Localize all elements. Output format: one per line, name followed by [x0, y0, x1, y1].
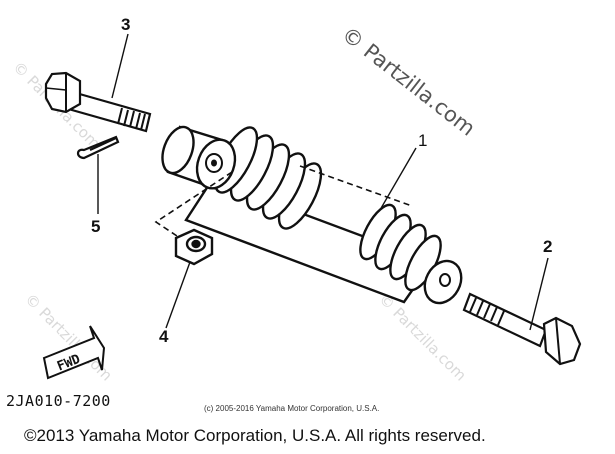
bolt-upper[interactable] [44, 71, 152, 133]
cotter-pin[interactable] [76, 135, 120, 160]
callout-2: 2 [543, 237, 552, 256]
callout-3: 3 [121, 15, 130, 34]
small-copyright: (c) 2005-2016 Yamaha Motor Corporation, … [204, 404, 380, 413]
bolt-lower[interactable] [462, 292, 582, 366]
footer-copyright: ©2013 Yamaha Motor Corporation, U.S.A. A… [24, 426, 486, 445]
callout-1: 1 [418, 131, 427, 150]
fwd-direction-arrow: FWD [42, 325, 106, 380]
shock-absorber[interactable] [154, 122, 468, 310]
callout-4: 4 [159, 327, 169, 346]
callout-5: 5 [91, 217, 100, 236]
leader-lines [97, 33, 549, 331]
flange-nut[interactable] [174, 228, 214, 266]
reference-code: 2JA010-7200 [6, 392, 111, 410]
